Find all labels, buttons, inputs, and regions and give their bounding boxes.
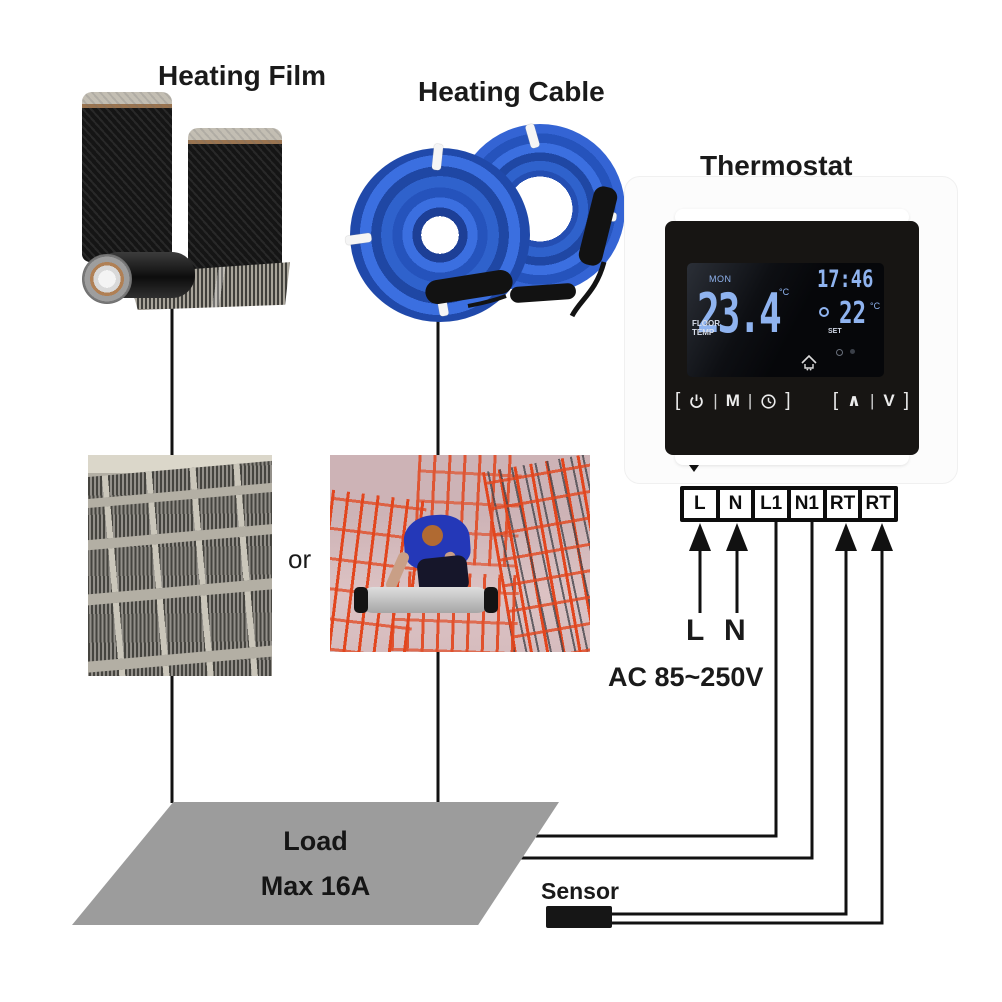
film-roll-core <box>82 254 132 304</box>
thermostat-label: Thermostat <box>700 150 853 181</box>
load-max-rating: Max 16A <box>260 870 371 901</box>
button-divider: | <box>713 391 718 410</box>
heating-film-image <box>78 84 290 310</box>
terminal-l: L <box>684 490 716 518</box>
clock-icon[interactable] <box>760 393 777 410</box>
display-current-temp: 23.4 <box>697 282 782 345</box>
button-divider: | <box>747 391 753 410</box>
mat-roll-cap <box>354 587 368 613</box>
button-divider: | <box>869 391 875 410</box>
display-time: 17:46 <box>817 265 874 293</box>
ac-rating-label: AC 85~250V <box>608 662 764 692</box>
film-panels <box>88 459 272 676</box>
thermostat-device: MON 23.4 °C FLOOR TEMP 17:46 22 °C SET <box>624 176 958 484</box>
load-title: Load <box>283 825 348 856</box>
thermostat-body: MON 23.4 °C FLOOR TEMP 17:46 22 °C SET <box>665 221 919 455</box>
live-wire-label: L <box>686 614 705 647</box>
film-panel-row <box>88 490 272 542</box>
temp-up-button[interactable]: ∧ <box>847 391 861 410</box>
display-sheen <box>687 263 884 377</box>
installer-head <box>422 525 443 546</box>
terminal-l1: L1 <box>755 490 788 518</box>
status-dot <box>836 349 843 356</box>
heating-film-label: Heating Film <box>158 60 327 91</box>
thermostat-buttons: [ | M | ] [ ∧ <box>665 385 919 417</box>
film-roll-back <box>82 92 172 262</box>
sensor-probe <box>546 906 612 928</box>
display-day: MON <box>709 274 732 284</box>
power-icon[interactable] <box>688 393 705 410</box>
bracket: [ <box>832 390 839 411</box>
button-group-left: [ | M | ] <box>675 390 791 412</box>
film-panel-row <box>88 587 272 663</box>
home-icon <box>801 354 817 371</box>
cable-tails <box>467 261 607 318</box>
sensor-label: Sensor <box>541 878 619 904</box>
neutral-wire-label: N <box>724 614 746 647</box>
heating-cable-image <box>338 123 628 322</box>
thermostat-display: MON 23.4 °C FLOOR TEMP 17:46 22 °C SET <box>687 263 884 377</box>
display-set-label: SET <box>828 328 842 335</box>
terminal-block: L N L1 N1 RT RT <box>680 486 898 522</box>
thermostat-notch <box>689 465 699 472</box>
status-dot <box>850 349 855 354</box>
display-floor-label: FLOOR TEMP <box>692 319 720 337</box>
terminal-n: N <box>719 490 752 518</box>
mat-roll <box>360 587 490 613</box>
terminal-rt1: RT <box>826 490 859 518</box>
display-set-temp: 22 <box>839 296 867 331</box>
film-panel-row <box>88 532 272 596</box>
terminal-n1: N1 <box>791 490 823 518</box>
bracket: ] <box>785 390 791 411</box>
or-label: or <box>288 544 312 574</box>
mat-roll-cap <box>484 587 498 613</box>
heating-film-floor-image <box>88 455 272 676</box>
temp-down-button[interactable]: V <box>883 391 895 410</box>
bracket: ] <box>903 390 909 411</box>
terminal-rt2: RT <box>862 490 895 518</box>
button-group-right: [ ∧ | V ] <box>833 390 909 412</box>
heating-cable-label: Heating Cable <box>418 76 605 107</box>
bracket: [ <box>675 390 681 411</box>
heating-cable-floor-image <box>330 455 590 652</box>
display-set-unit: °C <box>870 301 881 311</box>
degree-dot-icon <box>819 307 829 317</box>
mode-button[interactable]: M <box>725 391 740 410</box>
display-current-unit: °C <box>779 287 790 297</box>
display-status-dots <box>836 349 855 356</box>
